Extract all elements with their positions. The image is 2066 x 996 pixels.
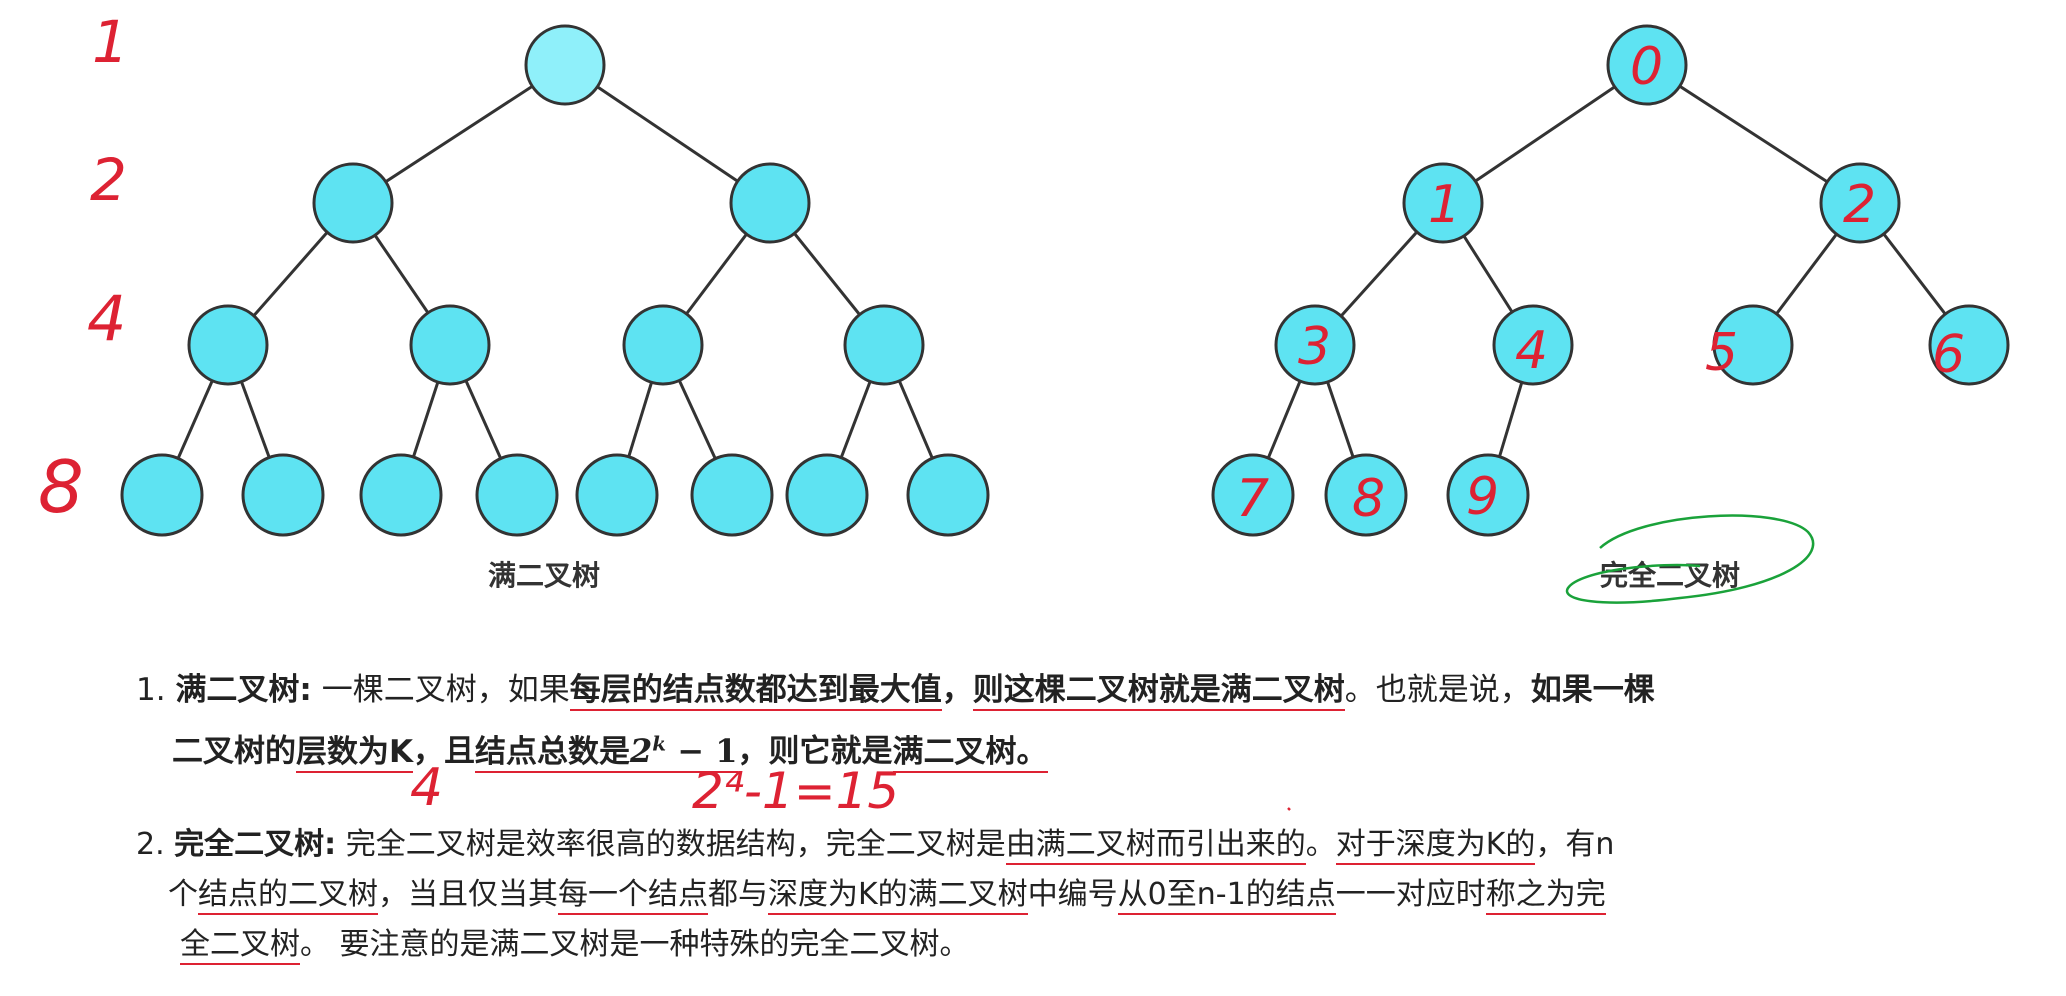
definition1-number: 1.	[136, 672, 166, 708]
definition2-text: 中编号	[1027, 877, 1118, 912]
complete-binary-tree: 0 1 2 3 4 5 6 7 8 9 完全二叉树	[1211, 24, 2010, 604]
level-count-annotations: 1 2 4 8	[38, 8, 129, 529]
definition1-handwritten-notes: 4 2⁴-1=15	[410, 758, 1291, 820]
definition2-text: 完全二叉树是效率很高的数据结构，完全二叉树是	[336, 827, 1006, 862]
tree-node	[475, 453, 559, 537]
definition-complete-binary-tree: 2. 完全二叉树: 完全二叉树是效率很高的数据结构，完全二叉树是由满二叉树而引出…	[136, 820, 1756, 970]
definition2-text: 一一对应时	[1335, 877, 1486, 912]
node-label-1: 1	[1428, 175, 1461, 235]
tree-node	[409, 304, 491, 386]
tree-node	[359, 453, 443, 537]
definition1-text: 结点总数是	[475, 733, 631, 770]
definition2-highlight: 对于深度为K的	[1335, 827, 1536, 865]
definition1-highlight: 则这棵二叉树就是满二叉树	[972, 672, 1345, 711]
tree-node-9	[1446, 453, 1530, 537]
definition1-text: ，则它就是	[737, 733, 893, 770]
full-tree-nodes	[120, 24, 990, 537]
full-tree-caption: 满二叉树	[488, 559, 600, 592]
node-label-2: 2	[1843, 175, 1876, 235]
definition1-text: 二叉树的	[172, 733, 296, 770]
node-label-3: 3	[1298, 317, 1331, 377]
definition2-term: 完全二叉树:	[174, 827, 337, 862]
level-count-1: 1	[92, 8, 129, 76]
definition1-highlight: 满二叉树。	[892, 733, 1048, 773]
definition2-text: 。	[1305, 827, 1336, 862]
definition1-term: 满二叉树:	[175, 672, 312, 708]
definition2-highlight: 全二叉树	[180, 927, 300, 965]
complete-tree-nodes	[1211, 24, 2010, 537]
tree-node	[187, 304, 269, 386]
tree-node	[241, 453, 325, 537]
definition-full-binary-tree: 1. 满二叉树: 一棵二叉树，如果每层的结点数都达到最大值，则这棵二叉树就是满二…	[136, 664, 1896, 779]
tree-node-1	[1402, 162, 1484, 244]
tree-node	[729, 162, 811, 244]
tree-node	[843, 304, 925, 386]
edge	[564, 63, 771, 205]
tree-node-4	[1492, 304, 1574, 386]
level-count-2: 2	[90, 146, 127, 214]
definition2-highlight: 从0至n-1的结点	[1117, 877, 1336, 915]
definition2-highlight: 称之为完	[1485, 877, 1606, 915]
tree-node-root	[524, 24, 606, 106]
tree-node-5	[1712, 304, 1794, 386]
definition2-text: ，当且仅当其	[378, 877, 558, 912]
formula-rest: − 1	[666, 731, 738, 770]
formula: 2k − 1	[630, 731, 738, 770]
tree-node	[312, 162, 394, 244]
definition1-text: ，	[941, 672, 973, 708]
note-layer-count: 4	[410, 758, 443, 818]
definition1-highlight: 每层的结点数都达到最大值	[569, 672, 942, 711]
full-tree-edges	[160, 63, 950, 496]
definition2-text: 个	[168, 877, 198, 912]
definition2-number: 2.	[136, 827, 165, 862]
note-tick	[1287, 807, 1291, 811]
tree-node-8	[1324, 453, 1408, 537]
level-count-4: 8	[38, 445, 84, 529]
note-node-total: 2⁴-1=15	[692, 762, 899, 820]
tree-node	[622, 304, 704, 386]
definition2-text: ，有n	[1535, 827, 1615, 862]
node-label-0: 0	[1630, 37, 1663, 97]
tree-node-7	[1211, 453, 1295, 537]
definition2-highlight: 深度为K的满二叉树	[768, 877, 1028, 915]
tree-node-3	[1274, 304, 1356, 386]
tree-node	[906, 453, 990, 537]
node-number-annotations: 0 1 2 3 4 5 6 7 8 9	[1236, 37, 1965, 529]
definition2-text: 。 要注意的是满二叉树是一种特殊的完全二叉树。	[300, 927, 970, 962]
tree-node-6	[1928, 304, 2010, 386]
full-binary-tree: 满二叉树 1 2 4 8	[38, 8, 990, 592]
level-count-3: 4	[87, 282, 126, 355]
definition2-text: 都与	[708, 877, 768, 912]
formula-exponent: k	[652, 731, 667, 755]
complete-tree-edges	[1251, 63, 1971, 496]
edge	[1646, 63, 1861, 205]
definition1-highlight: 层数为K	[296, 733, 414, 773]
definition1-text: 如果一棵	[1530, 672, 1655, 708]
edge	[352, 63, 566, 205]
definition2-highlight: 结点的二叉树	[198, 877, 378, 915]
definition1-text: 一棵二叉树，如果	[311, 672, 570, 708]
definition2-highlight: 每一个结点	[558, 877, 708, 915]
node-label-9: 9	[1466, 467, 1499, 527]
node-label-6: 6	[1932, 325, 1965, 385]
tree-node-0	[1606, 24, 1688, 106]
tree-node-2	[1819, 162, 1901, 244]
formula-base: 2	[630, 731, 653, 770]
caption-circle-annotation	[1565, 514, 1815, 604]
tree-node	[575, 453, 659, 537]
node-label-7: 7	[1236, 469, 1269, 529]
node-label-5: 5	[1705, 323, 1738, 383]
tree-node	[785, 453, 869, 537]
node-label-4: 4	[1515, 321, 1548, 381]
definition2-highlight: 由满二叉树而引出来的	[1005, 827, 1306, 865]
edge	[1442, 63, 1648, 205]
definition1-text: ，且	[413, 733, 476, 770]
tree-node	[120, 453, 204, 537]
node-label-8: 8	[1352, 469, 1385, 529]
tree-node	[690, 453, 774, 537]
definition1-text: 。也就是说，	[1344, 672, 1531, 708]
definition1-highlight: 结点总数是2k − 1	[475, 731, 738, 773]
